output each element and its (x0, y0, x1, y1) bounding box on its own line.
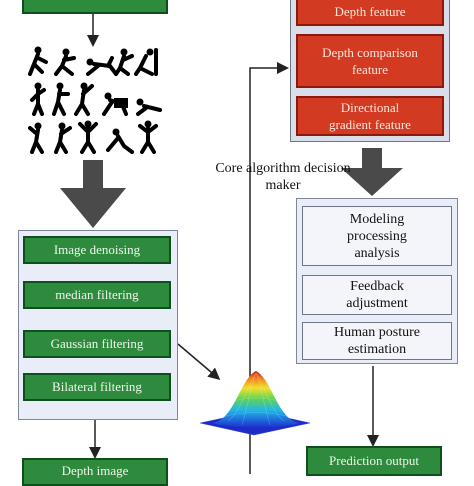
feature-box-depth-comparison: Depth comparison feature (296, 34, 444, 88)
exercise-pictograms-icon (28, 46, 162, 154)
arrow-gaussian-to-plot (177, 343, 221, 380)
big-arrow-left (60, 160, 126, 228)
filter-box-gaussian: Gaussian filtering (23, 330, 171, 358)
step-box-modeling: Modeling processing analysis (302, 206, 452, 266)
big-arrow-right (341, 148, 403, 196)
gaussian-surface-plot-icon (199, 371, 311, 436)
connectors-layer (60, 14, 403, 474)
filter-box-median: median filtering (23, 281, 171, 309)
filter-box-image-denoising: Image denoising (23, 236, 171, 264)
filter-box-bilateral: Bilateral filtering (23, 373, 171, 401)
step-box-posture-estimation: Human posture estimation (302, 322, 452, 360)
feature-box-depth: Depth feature (296, 0, 444, 26)
prediction-output-box: Prediction output (306, 446, 442, 476)
feature-box-directional-gradient: Directional gradient feature (296, 96, 444, 136)
step-box-feedback: Feedback adjustment (302, 275, 452, 315)
depth-image-box: Depth image (22, 458, 168, 486)
core-algorithm-label: Core algorithm decision maker (215, 161, 351, 193)
arrow-depth-image-to-features (249, 62, 289, 474)
top-green-box (22, 0, 168, 14)
